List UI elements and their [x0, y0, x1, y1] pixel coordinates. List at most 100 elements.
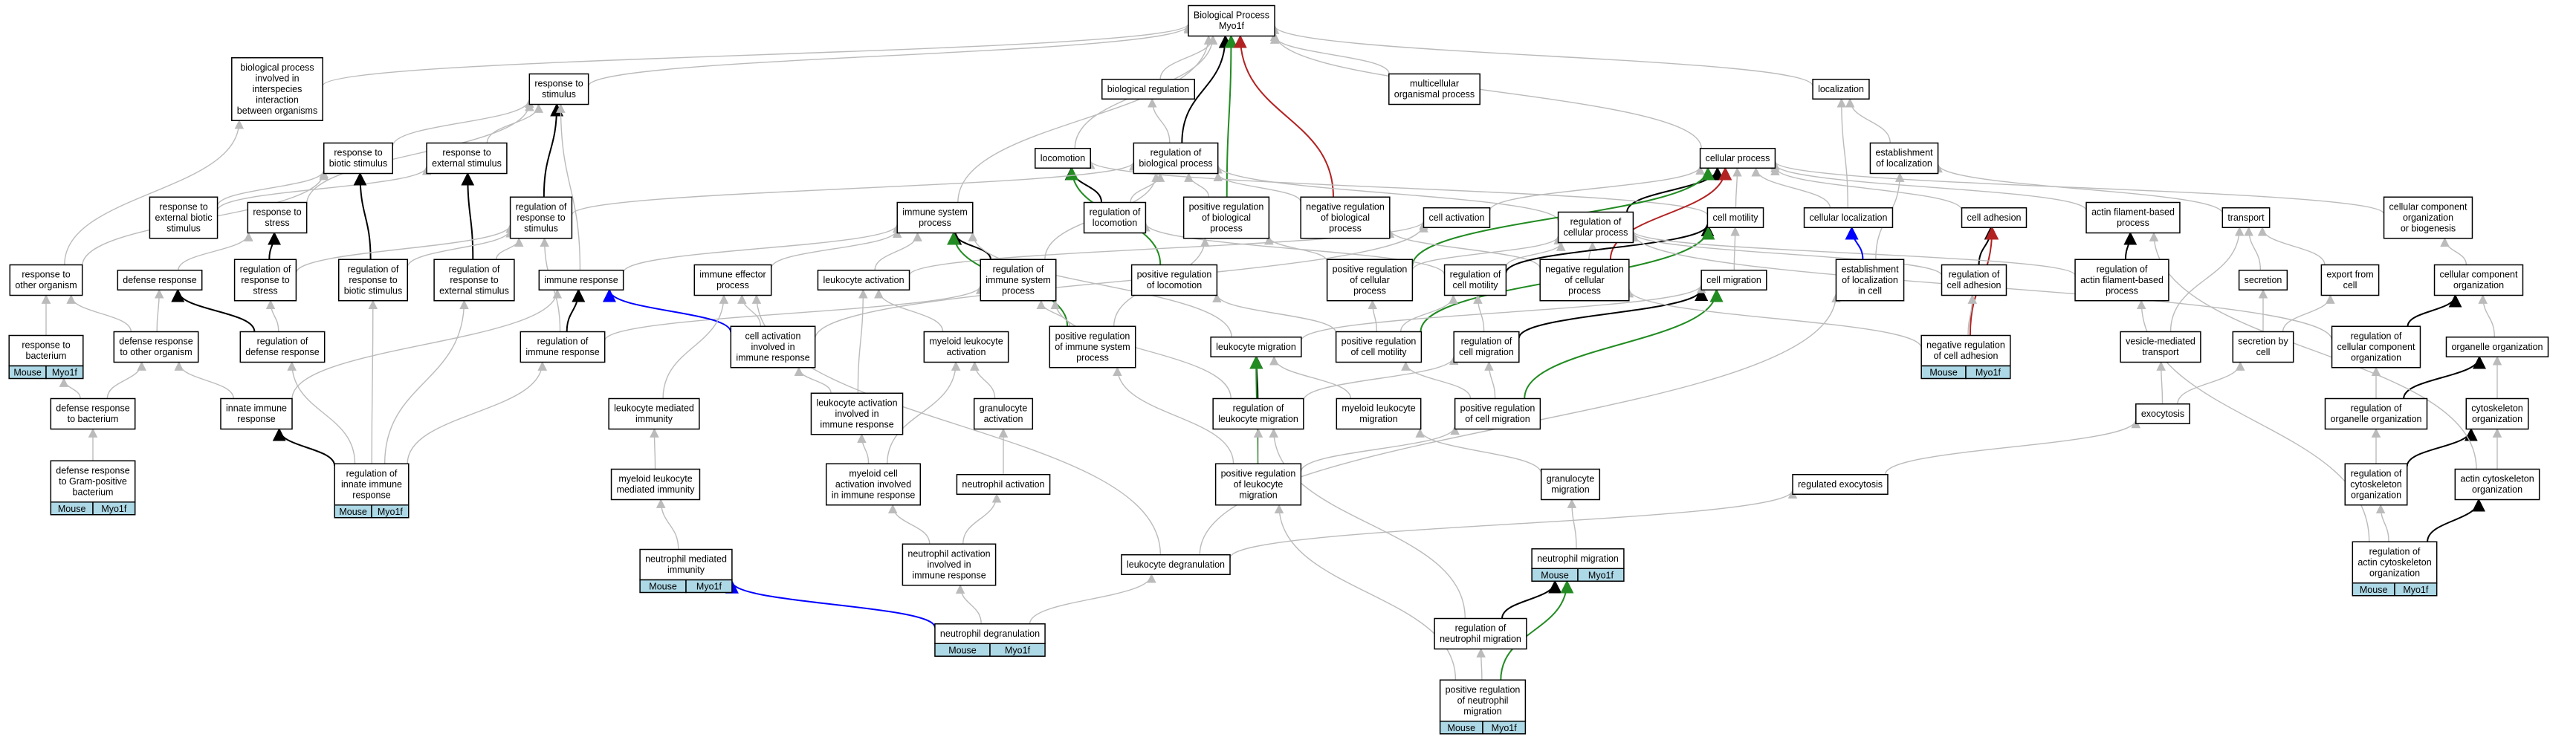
- node-label-line: regulation of: [240, 264, 291, 274]
- node-box: [1700, 270, 1767, 290]
- node-box: [1121, 554, 1231, 575]
- is-a-edge: [970, 361, 996, 399]
- node-box: [973, 397, 1034, 430]
- node-label-line: positive regulation: [1137, 270, 1212, 280]
- node-label-line: neutrophil degranulation: [940, 629, 1040, 639]
- is-a-edge: [2169, 226, 2245, 332]
- is-a-edge: [1301, 283, 1706, 341]
- gene-tag-cell: [45, 365, 84, 380]
- node-label-line: of neutrophil: [1457, 695, 1509, 706]
- node-label-line: positive regulation: [1460, 403, 1535, 414]
- node-box: [338, 259, 408, 302]
- negatively-regulates-edge: [1233, 34, 1334, 198]
- node-label-line: response to: [334, 148, 382, 158]
- gene-tag-label: Myo1f: [1975, 368, 2001, 378]
- is-a-edge: [656, 499, 679, 550]
- is-a-edge: [154, 288, 164, 332]
- node-label-line: of localization: [1876, 158, 1932, 169]
- is-a-edge: [291, 288, 563, 400]
- node-label-line: of biological: [1202, 212, 1251, 223]
- node-box: [825, 463, 922, 506]
- node-label-line: cellular component: [2337, 342, 2415, 352]
- node-label-line: biological process: [240, 62, 314, 73]
- go-term-node: cell migration: [1700, 270, 1767, 290]
- node-label-line: positive regulation: [1189, 201, 1264, 212]
- occurs-in-edge: [1845, 226, 1864, 260]
- node-label-line: immune system: [986, 275, 1051, 285]
- is-a-edge: [1300, 425, 1460, 473]
- node-label-line: response to: [450, 275, 498, 285]
- is-a-edge: [1385, 228, 1541, 269]
- node-label-line: cell activation: [1428, 212, 1484, 223]
- node-label-line: process: [1210, 223, 1243, 233]
- node-box: [113, 331, 199, 363]
- node-label-line: stress: [253, 285, 277, 296]
- node-label-line: organization: [2472, 414, 2522, 424]
- node-label-line: regulation of: [1090, 207, 1141, 218]
- node-label-line: neutrophil migration: [1440, 634, 1521, 644]
- node-box: [433, 259, 515, 302]
- node-box: [1101, 79, 1195, 100]
- is-a-edge: [603, 285, 986, 341]
- node-label-line: leukocyte activation: [816, 397, 897, 408]
- node-label-line: regulation of: [1570, 217, 1622, 227]
- occurs-in-edge: [725, 579, 936, 628]
- node-label-line: between organisms: [237, 105, 317, 116]
- node-box: [817, 270, 910, 290]
- node-label-line: innate immune: [226, 403, 287, 414]
- node-label-line: myeloid leukocyte: [929, 337, 1003, 347]
- positively-regulates-edge: [1524, 288, 1724, 399]
- node-label-line: biotic stimulus: [329, 158, 388, 169]
- node-label-line: response to: [349, 275, 397, 285]
- node-box: [1540, 468, 1601, 501]
- is-a-edge: [1751, 166, 1831, 208]
- node-label-line: organization: [2453, 280, 2504, 290]
- node-label-line: regulation of: [348, 264, 399, 274]
- gene-tag-cell: [1482, 721, 1527, 735]
- node-label-line: process: [919, 218, 951, 228]
- node-label-line: positive regulation: [1221, 468, 1296, 478]
- go-term-node: defense response: [117, 270, 203, 290]
- node-box: [1388, 73, 1480, 105]
- edges-layer: [41, 22, 2502, 681]
- part-of-edge: [268, 231, 282, 260]
- species-tag-label: Mouse: [1448, 723, 1476, 733]
- positively-regulates-edge: [1500, 579, 1574, 681]
- is-a-edge: [814, 223, 1428, 340]
- node-label-line: cellular process: [1564, 227, 1628, 238]
- node-label-line: actin filament-based: [2080, 275, 2164, 285]
- node-box: [902, 543, 997, 586]
- is-a-edge: [1212, 293, 1337, 334]
- gene-tag-label: Myo1f: [1005, 645, 1031, 655]
- node-box: [2352, 541, 2438, 584]
- node-box: [1300, 196, 1391, 239]
- is-a-edge: [66, 294, 132, 332]
- is-a-edge: [887, 504, 931, 545]
- part-of-edge: [2407, 293, 2462, 327]
- is-a-edge: [1269, 355, 1352, 399]
- node-box: [1531, 548, 1625, 569]
- go-term-node: exocytosis: [2135, 403, 2190, 424]
- species-tag-label: Mouse: [339, 507, 367, 517]
- node-box: [1326, 259, 1414, 302]
- is-a-edge: [106, 361, 146, 399]
- is-a-edge: [662, 294, 729, 399]
- node-box: [1049, 325, 1136, 368]
- gene-tag-label: Myo1f: [378, 507, 404, 517]
- node-label-line: actin cytoskeleton: [2357, 557, 2431, 568]
- node-label-line: regulation of: [2351, 403, 2402, 414]
- node-label-line: neutrophil activation: [962, 479, 1044, 490]
- node-label-line: immune effector: [699, 270, 766, 280]
- gene-tag-cell: [1965, 365, 2011, 380]
- node-box: [2454, 468, 2540, 501]
